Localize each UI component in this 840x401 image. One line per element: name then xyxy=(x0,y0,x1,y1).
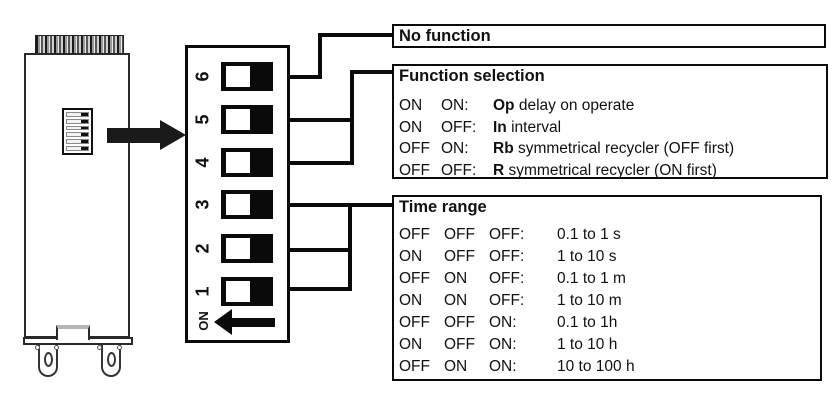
dip-switch-6[interactable]: 6 xyxy=(188,62,287,91)
screw-dot xyxy=(117,345,122,350)
switch-number: 3 xyxy=(192,199,213,210)
switch-slider-3[interactable] xyxy=(221,190,273,219)
mounting-foot-right xyxy=(101,344,121,377)
dip-switch-5[interactable]: 5 xyxy=(188,105,287,134)
switch-slider-6[interactable] xyxy=(221,62,273,91)
no-function-title: No function xyxy=(399,27,491,45)
on-direction-arrow-icon xyxy=(214,309,232,335)
connector-to-function-selection xyxy=(350,70,394,74)
device-bottom-notch xyxy=(56,325,90,340)
dip-switch-3[interactable]: 3 xyxy=(188,190,287,219)
dip-switch-block: 6 5 4 3 2 1 ON xyxy=(185,45,290,343)
screw-dot xyxy=(97,345,102,350)
on-direction-arrow-shaft xyxy=(232,318,275,327)
foot-hole xyxy=(43,352,53,367)
connector-function-vertical xyxy=(350,70,354,165)
time-range-title: Time range xyxy=(399,198,487,216)
zoom-arrow-head-icon xyxy=(160,120,186,150)
mini-switch xyxy=(66,118,89,124)
mini-switch xyxy=(66,125,89,131)
switch-number: 2 xyxy=(192,243,213,254)
connector-sw2-stub xyxy=(256,248,352,252)
switch-knob xyxy=(226,152,250,173)
device-body xyxy=(24,53,130,338)
zoom-arrow-icon xyxy=(107,128,164,143)
switch-number: 5 xyxy=(192,114,213,125)
connector-sw5-stub xyxy=(256,118,354,122)
switch-knob xyxy=(226,238,250,259)
switch-number: 1 xyxy=(192,286,213,297)
screw-dot xyxy=(35,345,40,350)
connector-sw1-stub xyxy=(256,287,352,291)
connector-sw6-vertical xyxy=(318,33,322,79)
switch-knob xyxy=(226,281,250,302)
switch-slider-5[interactable] xyxy=(221,105,273,134)
switch-slider-4[interactable] xyxy=(221,148,273,177)
connector-sw4-stub xyxy=(256,161,354,165)
connector-time-vertical xyxy=(348,203,352,291)
connector-to-no-function xyxy=(318,33,394,37)
dip-switch-4[interactable]: 4 xyxy=(188,148,287,177)
switch-number: 4 xyxy=(192,157,213,168)
switch-slider-2[interactable] xyxy=(221,234,273,263)
device-dip-switch-icon xyxy=(62,108,93,155)
mini-switch xyxy=(66,139,89,145)
mounting-foot-left xyxy=(38,344,58,377)
function-selection-title: Function selection xyxy=(399,67,545,85)
switch-number: 6 xyxy=(192,71,213,82)
foot-hole xyxy=(106,352,116,367)
no-function-box: No function xyxy=(392,24,826,48)
screw-dot xyxy=(54,345,59,350)
mini-switch xyxy=(66,146,89,151)
connector-to-time-range xyxy=(256,203,394,207)
mini-switch xyxy=(66,112,89,117)
switch-slider-1[interactable] xyxy=(221,277,273,306)
switch-knob xyxy=(226,109,250,130)
dip-switch-1[interactable]: 1 xyxy=(188,277,287,306)
dip-switch-2[interactable]: 2 xyxy=(188,234,287,263)
mini-switch xyxy=(66,132,89,138)
switch-knob xyxy=(226,194,250,215)
switch-knob xyxy=(226,66,250,87)
